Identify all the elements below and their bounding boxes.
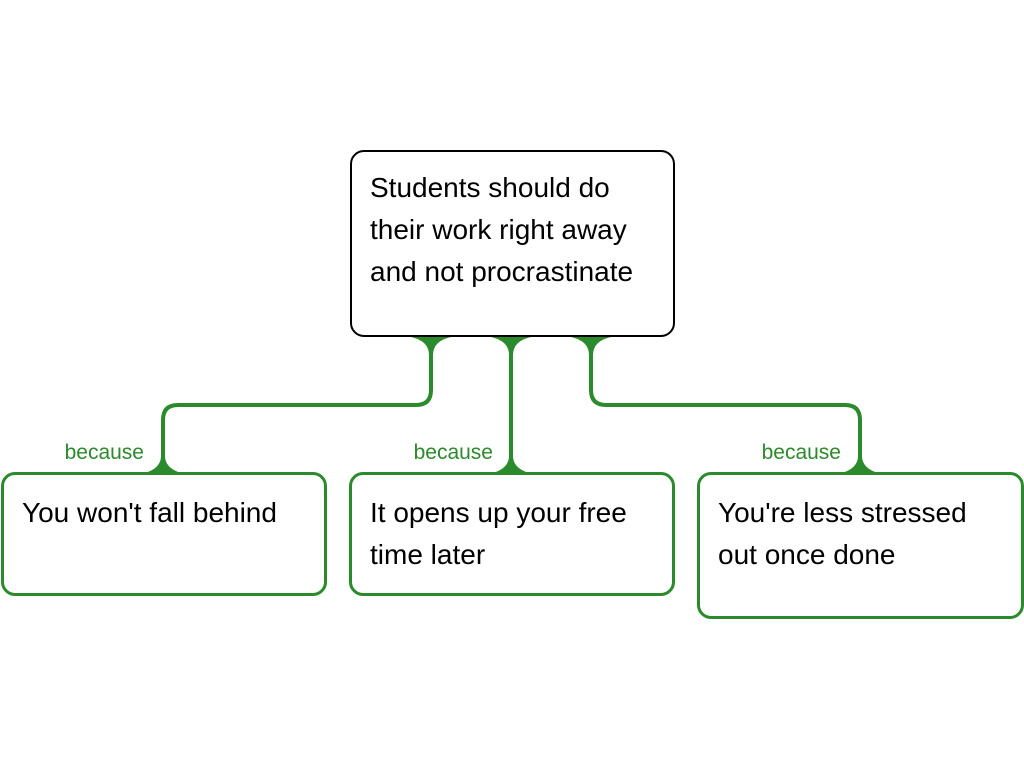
- reason-box[interactable]: It opens up your free time later: [349, 472, 675, 596]
- connector-line-3: [589, 338, 862, 472]
- because-label: because: [64, 441, 144, 464]
- because-label: because: [413, 441, 493, 464]
- claim-text: Students should do their work right away…: [370, 172, 634, 287]
- reason-text: It opens up your free time later: [370, 497, 627, 570]
- reason-box[interactable]: You won't fall behind: [1, 472, 327, 596]
- connector-flare-bottom-3: [842, 456, 878, 473]
- connector-flare-top-1: [411, 337, 451, 355]
- connector-flare-top-3: [571, 337, 611, 355]
- reason-text: You're less stressed out once done: [718, 497, 967, 570]
- reason-text: You won't fall behind: [22, 497, 277, 528]
- reason-box[interactable]: You're less stressed out once done: [697, 472, 1024, 619]
- connector-flare-bottom-1: [145, 456, 181, 473]
- connector-flare-top-2: [491, 337, 531, 355]
- because-label: because: [761, 441, 841, 464]
- connector-flare-bottom-2: [493, 456, 529, 473]
- claim-box[interactable]: Students should do their work right away…: [350, 150, 675, 337]
- connector-line-1: [161, 338, 433, 472]
